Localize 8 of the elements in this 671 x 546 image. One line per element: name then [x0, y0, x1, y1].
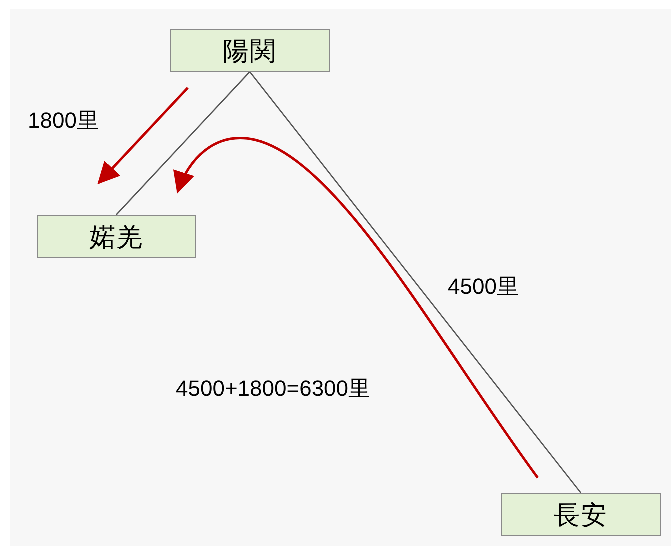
distance-label: 4500+1800=6300里: [176, 378, 371, 400]
connector-line: [249, 72, 582, 494]
place-box: 婼羌: [37, 215, 196, 258]
distance-label: 4500里: [448, 276, 519, 298]
place-box: 長安: [501, 493, 661, 536]
connector-line: [116, 72, 250, 216]
distance-label: 1800里: [28, 110, 99, 132]
place-box: 陽関: [170, 29, 330, 72]
